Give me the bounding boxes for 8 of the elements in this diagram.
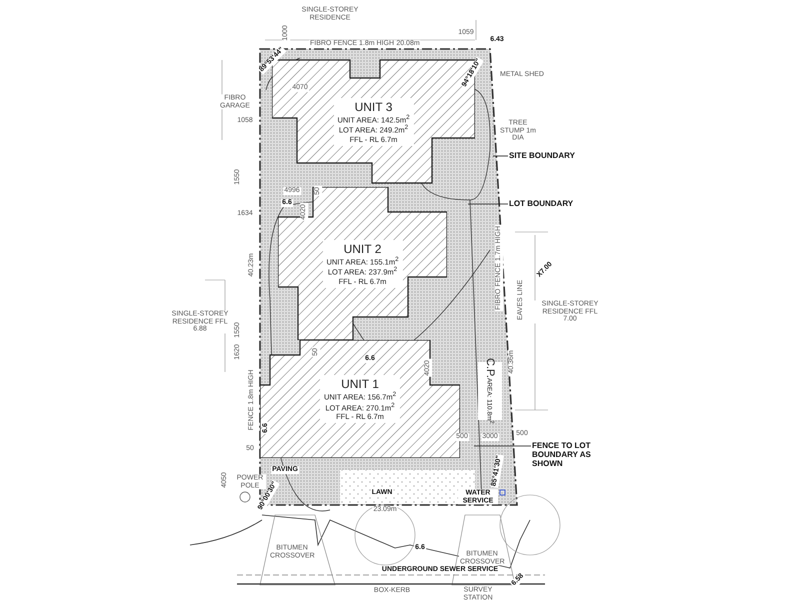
unit-title: UNIT 2 [342,242,382,256]
unit-title: UNIT 1 [340,377,380,391]
building-footprint [278,187,447,340]
callout-text: FENCE TO LOT BOUNDARY AS SHOWN [532,441,622,469]
callout-text: SITE BOUNDARY [509,151,575,160]
unit-title: UNIT 3 [354,100,394,114]
callout-text: LOT BOUNDARY [509,199,574,208]
area-title: C.P. [484,358,496,378]
